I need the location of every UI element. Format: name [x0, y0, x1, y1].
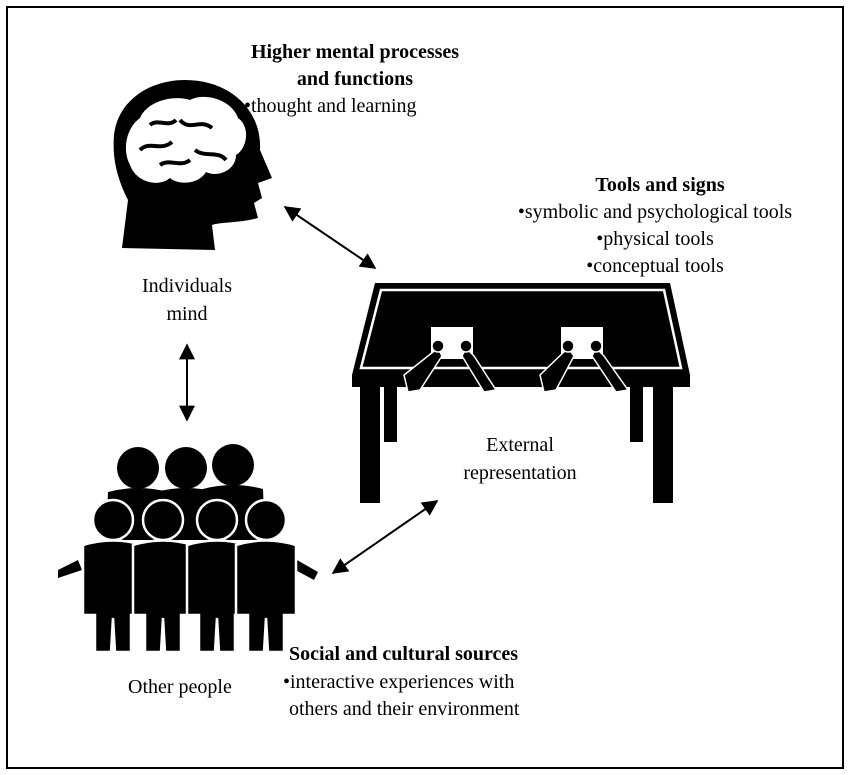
- arrow-head-to-table: [283, 206, 377, 269]
- higher-mental-bullet: •thought and learning: [244, 95, 417, 117]
- higher-mental-title-line1: Higher mental processes: [250, 41, 460, 63]
- external-label-line1: External: [486, 434, 554, 456]
- table-with-hands-icon: [352, 283, 690, 503]
- individual-label-line1: Individuals: [142, 275, 232, 297]
- social-line2: others and their environment: [289, 698, 520, 720]
- tools-bullet-1: •symbolic and psychological tools: [517, 201, 793, 223]
- diagram-frame: [6, 6, 844, 769]
- tools-bullet-2: •physical tools: [596, 228, 714, 250]
- tools-title: Tools and signs: [595, 174, 725, 196]
- external-label-line2: representation: [463, 462, 577, 484]
- individual-label-line2: mind: [166, 303, 208, 325]
- higher-mental-title-line2: and functions: [296, 68, 414, 90]
- social-title: Social and cultural sources: [289, 643, 519, 665]
- tools-bullet-3: •conceptual tools: [586, 255, 724, 277]
- group-of-people-icon: [58, 444, 318, 654]
- social-line1: •interactive experiences with: [283, 671, 515, 693]
- arrow-people-to-table: [331, 500, 439, 574]
- head-brain-icon: [113, 80, 273, 250]
- other-people-label: Other people: [128, 676, 232, 698]
